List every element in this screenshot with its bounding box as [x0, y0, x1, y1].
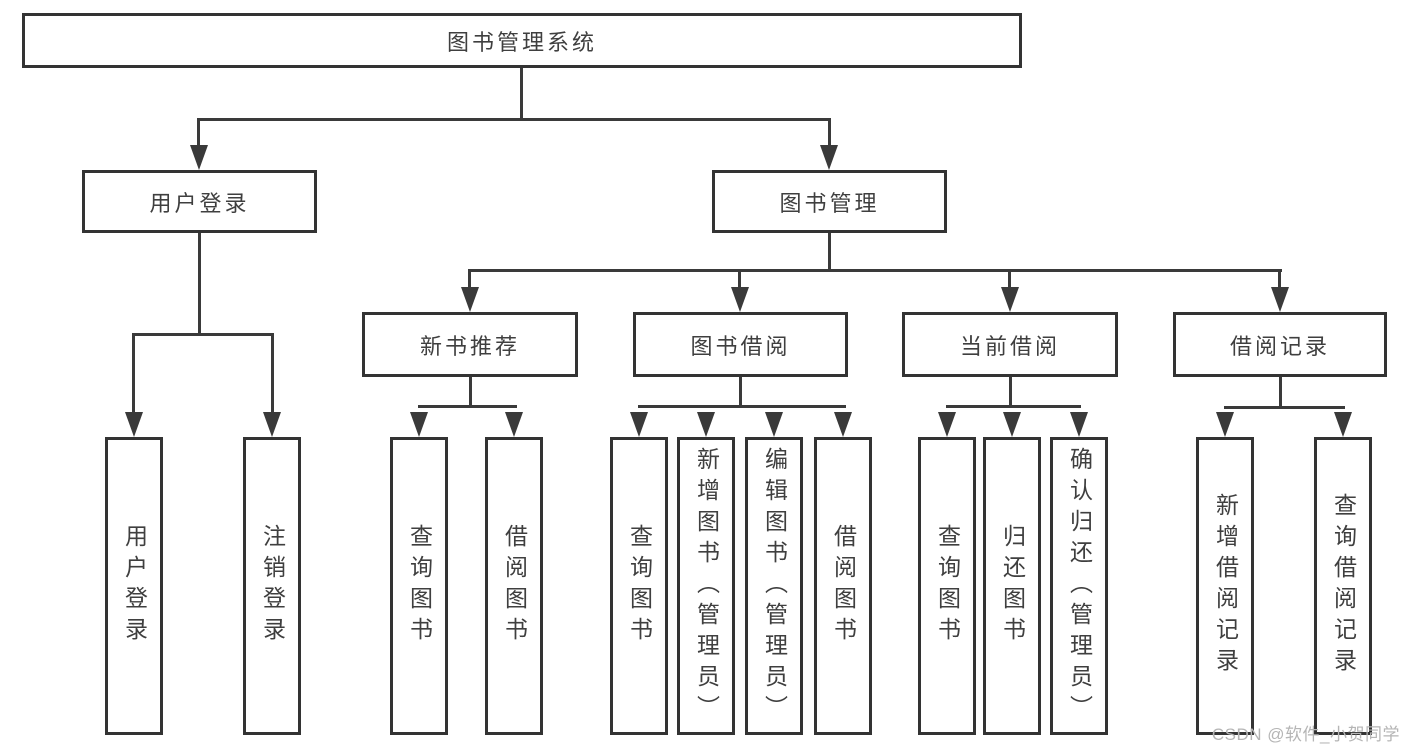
connector-bookborrow-rail	[638, 405, 846, 408]
connector-borrowrecord-stem	[1279, 377, 1282, 408]
node-book-management: 图书管理	[712, 170, 947, 233]
node-current-borrow: 当前借阅	[902, 312, 1118, 377]
leaf-current-query-book: 查询图书	[918, 437, 976, 735]
arrowhead-borrow-record	[1271, 287, 1289, 312]
node-book-borrow: 图书借阅	[633, 312, 848, 377]
arrowhead-leaf-logout	[263, 412, 281, 437]
leaf-borrow-query-book: 查询图书	[610, 437, 668, 735]
connector-drop-leaf-user-login	[132, 333, 135, 415]
connector-drop-current-borrow	[1008, 269, 1011, 291]
leaf-record-query: 查询借阅记录	[1314, 437, 1372, 735]
connector-userlogin-rail	[132, 333, 274, 336]
arrowhead-br-add	[1216, 412, 1234, 437]
leaf-borrow-borrow-book: 借阅图书	[814, 437, 872, 735]
arrowhead-cb-confirm	[1070, 412, 1088, 437]
leaf-record-add: 新增借阅记录	[1196, 437, 1254, 735]
leaf-logout: 注销登录	[243, 437, 301, 735]
node-user-login: 用户登录	[82, 170, 317, 233]
connector-newbook-stem	[469, 377, 472, 408]
connector-borrowrecord-rail	[1224, 406, 1345, 409]
arrowhead-cb-return	[1003, 412, 1021, 437]
leaf-borrow-add-book-admin: 新增图书（管理员）	[677, 437, 735, 735]
csdn-watermark: CSDN @软件_小贺同学	[1211, 725, 1400, 744]
arrowhead-recommend-query	[410, 412, 428, 437]
arrowhead-bb-edit	[765, 412, 783, 437]
arrowhead-leaf-user-login	[125, 412, 143, 437]
leaf-user-login: 用户登录	[105, 437, 163, 735]
arrowhead-bb-add	[697, 412, 715, 437]
arrowhead-new-book	[461, 287, 479, 312]
leaf-borrow-edit-book-admin: 编辑图书（管理员）	[745, 437, 803, 735]
arrowhead-user-login	[190, 145, 208, 170]
connector-drop-book-borrow	[738, 269, 741, 291]
connector-drop-leaf-logout	[271, 333, 274, 415]
leaf-recommend-borrow-book: 借阅图书	[485, 437, 543, 735]
arrowhead-book-management	[820, 145, 838, 170]
connector-drop-new-book	[468, 269, 471, 291]
connector-bookmgmt-rail	[469, 269, 1282, 272]
arrowhead-book-borrow	[731, 287, 749, 312]
connector-bookmgmt-stem	[828, 233, 831, 272]
connector-root-rail	[198, 118, 831, 121]
arrowhead-cb-query	[938, 412, 956, 437]
connector-drop-borrow-record	[1278, 269, 1281, 291]
arrowhead-current-borrow	[1001, 287, 1019, 312]
arrowhead-bb-borrow	[834, 412, 852, 437]
arrowhead-br-query	[1334, 412, 1352, 437]
connector-root-stem	[520, 68, 523, 120]
connector-currentborrow-rail	[946, 405, 1081, 408]
connector-userlogin-stem	[198, 233, 201, 336]
node-borrow-record: 借阅记录	[1173, 312, 1387, 377]
leaf-current-confirm-return-admin: 确认归还（管理员）	[1050, 437, 1108, 735]
connector-bookborrow-stem	[739, 377, 742, 408]
leaf-current-return-book: 归还图书	[983, 437, 1041, 735]
node-new-book-recommend: 新书推荐	[362, 312, 578, 377]
arrowhead-bb-query	[630, 412, 648, 437]
arrowhead-recommend-borrow	[505, 412, 523, 437]
leaf-recommend-query-book: 查询图书	[390, 437, 448, 735]
connector-newbook-rail	[418, 405, 517, 408]
connector-drop-user-login	[197, 118, 200, 148]
node-root: 图书管理系统	[22, 13, 1022, 68]
connector-currentborrow-stem	[1009, 377, 1012, 408]
connector-drop-book-management	[828, 118, 831, 148]
